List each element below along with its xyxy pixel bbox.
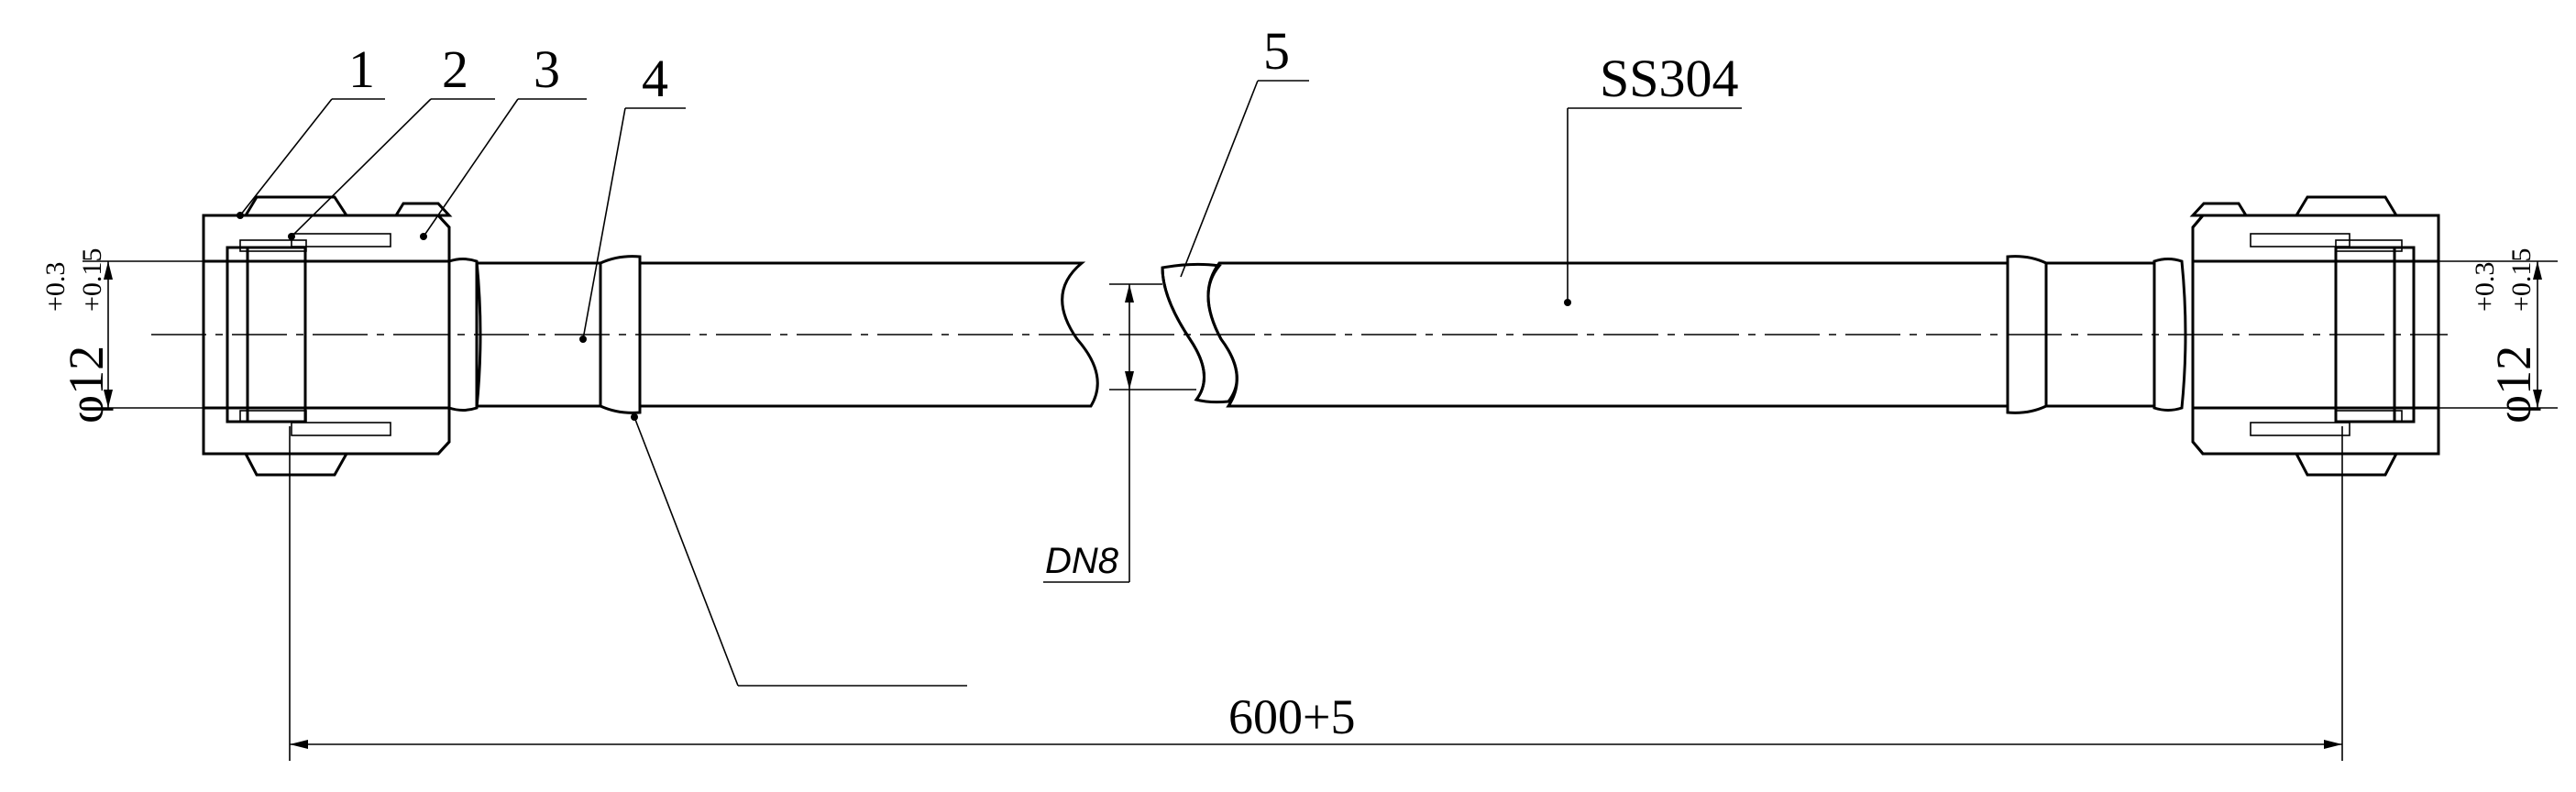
dn-label: DN8	[1045, 541, 1119, 581]
right-sleeve-hatch-top	[2335, 239, 2403, 252]
left-ferrule	[599, 255, 642, 414]
part-label-5: 5	[1263, 21, 1290, 81]
left-diameter-dimension: φ12 +0.3 +0.15	[40, 248, 204, 424]
break-liner	[1161, 262, 1238, 404]
dn-dimension: DN8	[1043, 283, 1196, 583]
right-nut-shoulder-top	[2189, 202, 2249, 217]
left-diameter-tol-lower: +0.15	[77, 248, 107, 312]
part-label-1: 1	[348, 39, 375, 99]
left-sleeve-hatch-bottom	[239, 410, 307, 423]
left-diameter-nominal: φ12	[59, 346, 114, 424]
part-label-3: 3	[534, 39, 560, 99]
hose-right-segment	[1206, 261, 2009, 408]
part-label-2: 2	[442, 39, 468, 99]
hose-left-segment	[638, 261, 1099, 408]
length-label: 600+5	[1228, 689, 1355, 744]
left-diameter-tol-upper: +0.3	[40, 262, 71, 312]
right-channel-top	[2250, 233, 2350, 248]
part-label-4: 4	[642, 49, 668, 108]
right-diameter-tol-lower: +0.15	[2506, 248, 2537, 312]
material-label: SS304	[1600, 49, 1739, 108]
length-dimension: 600+5	[289, 426, 2343, 761]
left-cap-bottom	[243, 452, 349, 477]
right-cap-top	[2294, 195, 2399, 217]
left-channel-bottom	[291, 422, 391, 436]
right-fitting	[2006, 195, 2440, 477]
left-nut-section-bottom	[202, 406, 451, 456]
hose-left-braid	[638, 261, 1099, 408]
left-cap-top	[243, 195, 349, 217]
right-channel-bottom	[2250, 422, 2350, 436]
left-nut-section-top	[202, 214, 451, 263]
left-olive	[447, 258, 482, 412]
right-sleeve-hatch-bottom	[2335, 410, 2403, 423]
hose-break-section	[1161, 262, 1238, 404]
right-cap-bottom	[2294, 452, 2399, 477]
right-olive	[2152, 258, 2187, 412]
right-diameter-nominal: φ12	[2486, 346, 2541, 424]
hose-right-braid	[1206, 261, 2009, 408]
right-diameter-tol-upper: +0.3	[2470, 262, 2500, 312]
left-sleeve-hatch-top	[239, 239, 307, 252]
left-nut-shoulder-top	[393, 202, 453, 217]
part-leaders: 1 2 3 4 5 SS304	[237, 21, 1742, 687]
right-nut-section-top	[2191, 214, 2440, 263]
right-diameter-dimension: φ12 +0.3 +0.15	[2438, 248, 2558, 424]
